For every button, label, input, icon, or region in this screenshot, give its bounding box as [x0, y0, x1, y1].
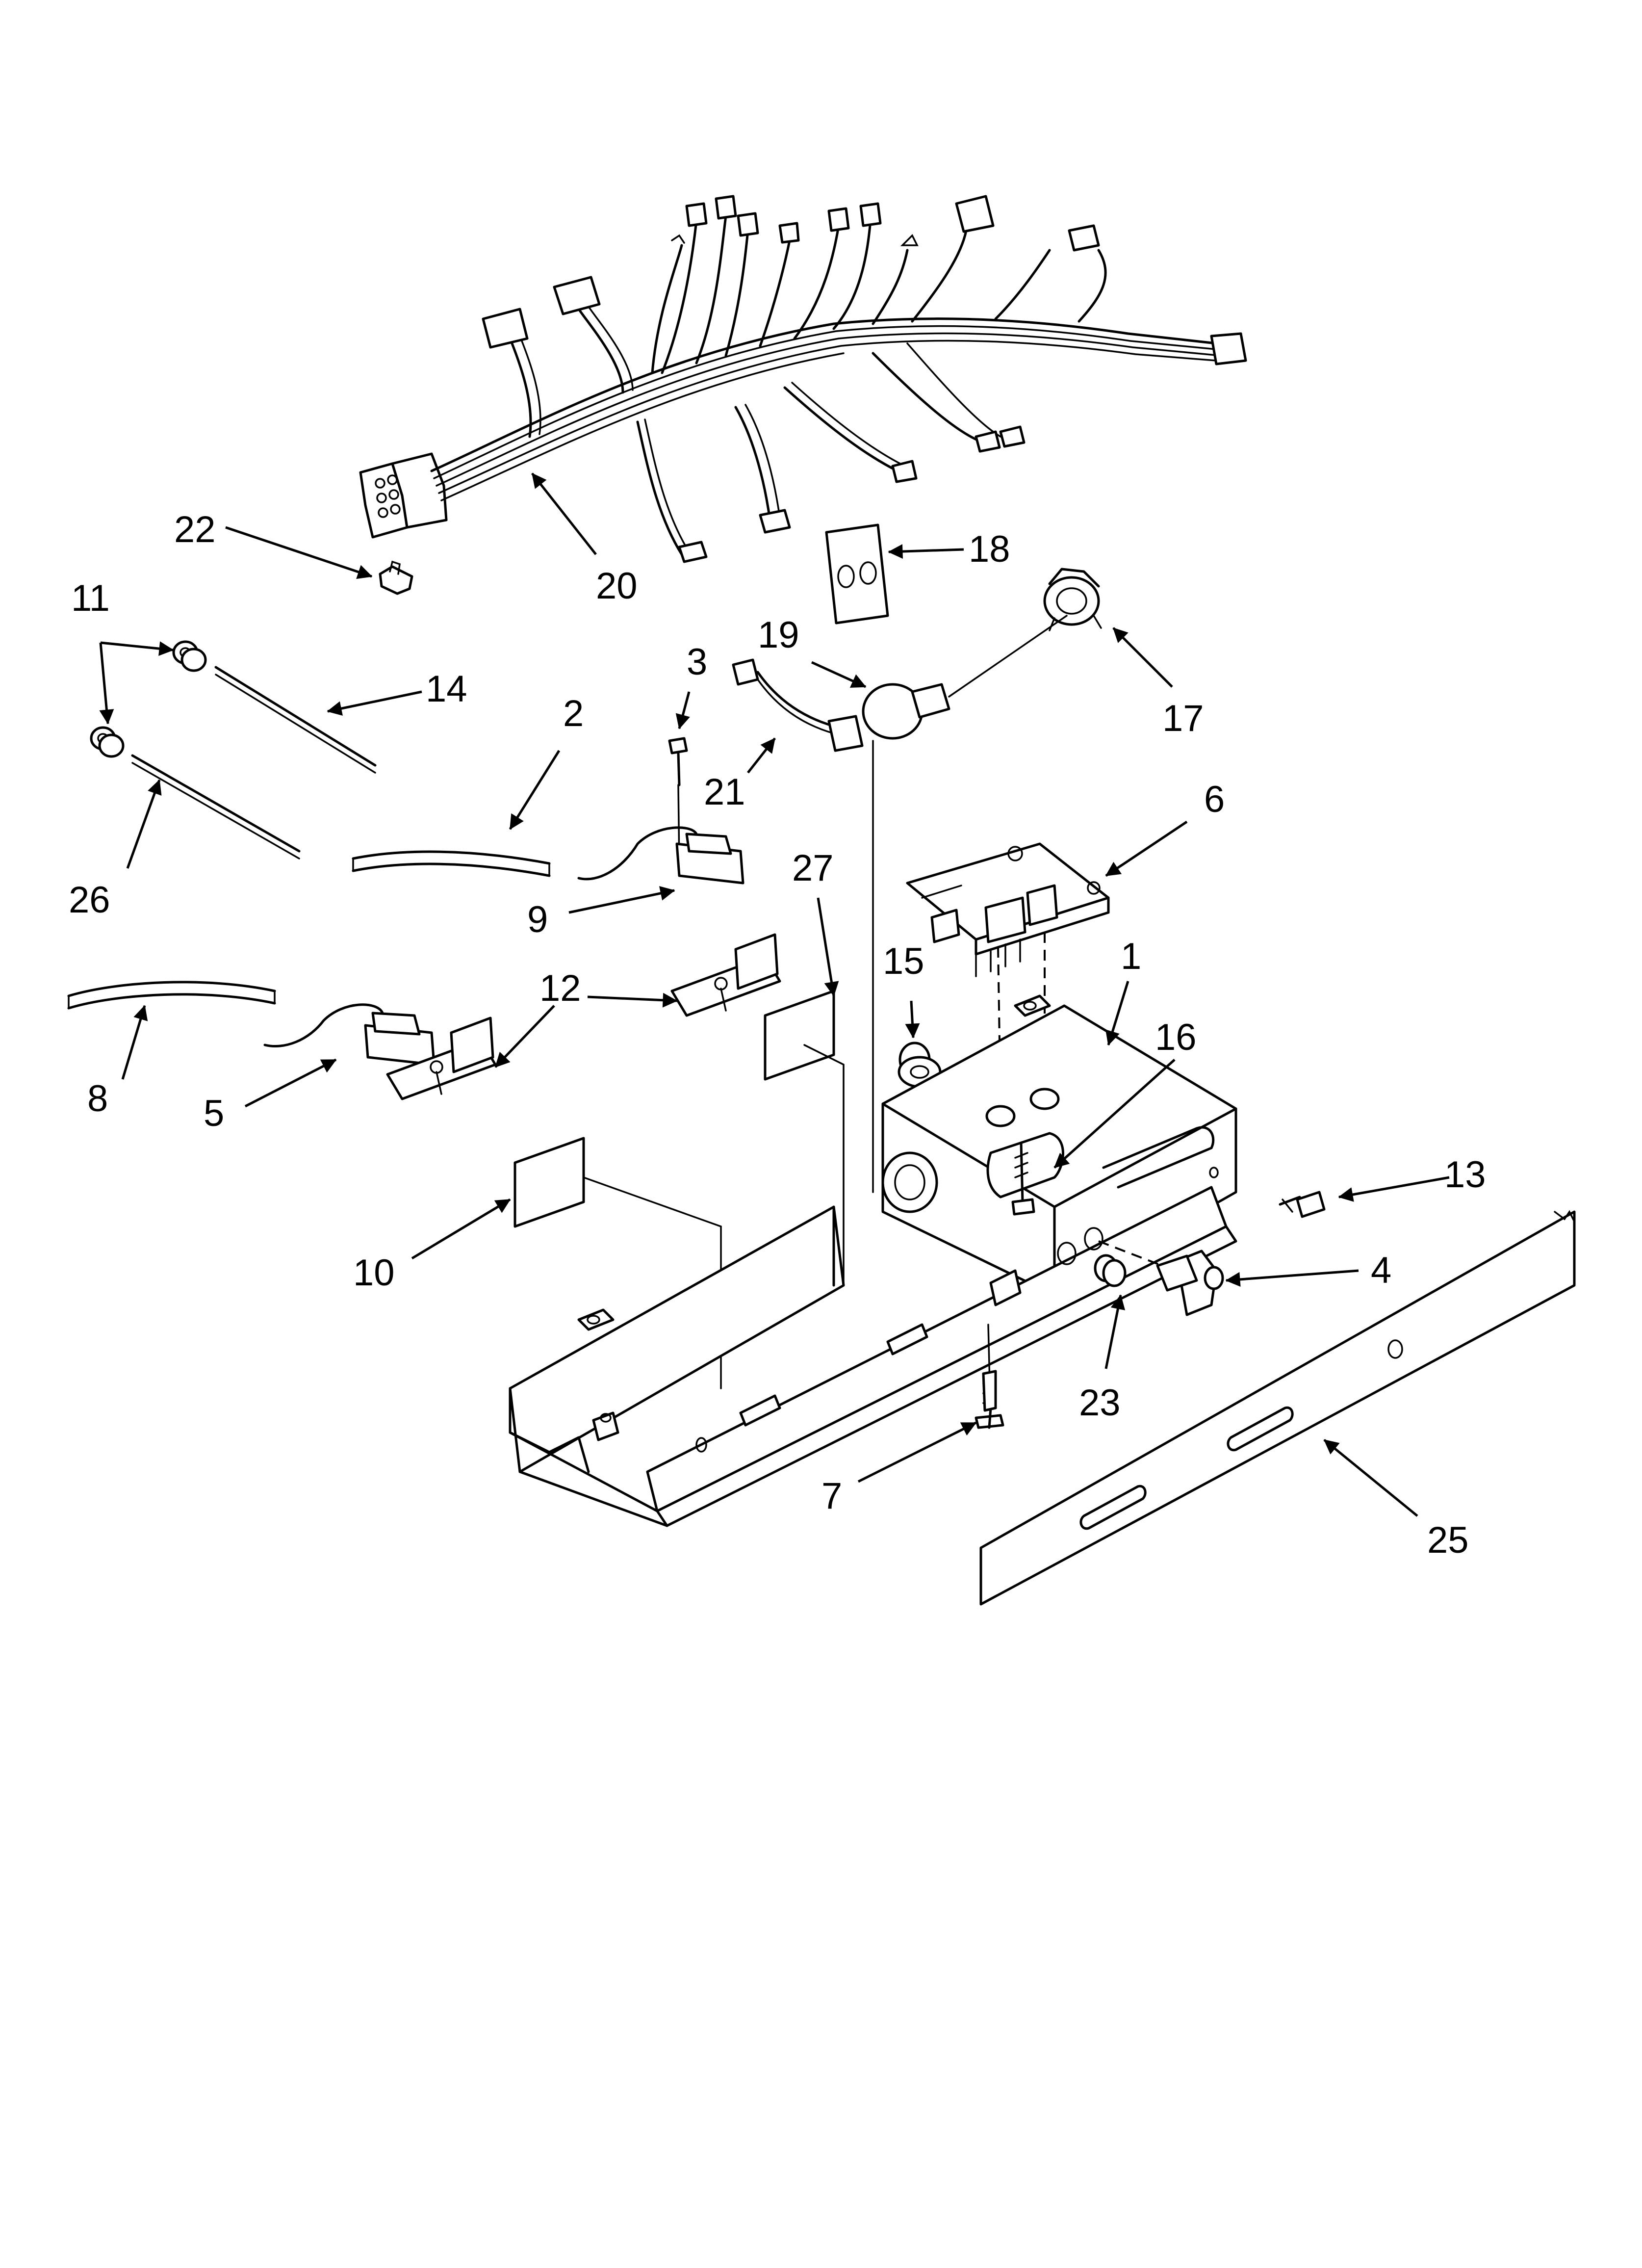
clip-part: [379, 560, 413, 595]
tube-26-part: [131, 754, 301, 860]
callout-16: 16: [1155, 1017, 1197, 1058]
callout-12: 12: [539, 967, 581, 1009]
label-27-part: [764, 990, 845, 1286]
callout-13: 13: [1444, 1154, 1486, 1196]
sensor-5-part: [263, 1003, 436, 1066]
callout-27: 27: [792, 847, 834, 889]
callout-26: 26: [69, 879, 110, 921]
callout-6: 6: [1204, 779, 1225, 820]
screw-16-part: [986, 1132, 1064, 1216]
callout-23: 23: [1079, 1382, 1121, 1424]
callout-7: 7: [821, 1475, 842, 1517]
sensor-9-part: [577, 826, 744, 885]
screw-7-part: [975, 1324, 1004, 1429]
screw-13-part: [1279, 1191, 1326, 1218]
lamp-socket-part: [1043, 568, 1102, 631]
wire-harness: [359, 195, 1247, 563]
front-panel-part: [979, 1210, 1576, 1606]
control-housing-part: [509, 994, 1237, 1527]
callout-22: 22: [174, 509, 216, 550]
callout-4: 4: [1371, 1250, 1391, 1291]
callout-21: 21: [704, 771, 745, 813]
harness-main-connector: [359, 452, 448, 539]
callout-20: 20: [596, 565, 638, 607]
callout-9: 9: [527, 899, 548, 940]
callout-18: 18: [969, 528, 1010, 570]
callout-11: 11: [71, 577, 110, 619]
sleeve-2-part: [352, 850, 551, 877]
callout-2: 2: [563, 693, 584, 734]
callout-5: 5: [204, 1093, 224, 1134]
callout-14: 14: [426, 668, 467, 710]
callout-25: 25: [1427, 1519, 1469, 1561]
leader-lines: [99, 472, 1450, 1517]
bracket-12b-part: [386, 1017, 497, 1100]
button-23-part: [1094, 1254, 1127, 1287]
wire-lead-part: [732, 658, 864, 752]
sleeve-8-part: [67, 981, 276, 1010]
grommets-part: [90, 640, 207, 758]
callout-labels: 22 20 18 19 17 11 14 3 2 21 26 6 9 27 12…: [69, 509, 1486, 1561]
plate-part: [825, 523, 889, 625]
callout-10: 10: [353, 1252, 395, 1294]
callout-1: 1: [1121, 936, 1141, 977]
tube-14-part: [214, 666, 377, 774]
callout-19: 19: [758, 614, 799, 656]
callout-8: 8: [87, 1078, 108, 1120]
callout-3: 3: [687, 641, 707, 683]
light-bulb-part: [862, 615, 1068, 1193]
callout-15: 15: [883, 940, 924, 982]
bracket-12a-part: [670, 933, 781, 1017]
switch-4-part: [1098, 1240, 1224, 1316]
control-board-part: [906, 842, 1110, 1114]
callout-17: 17: [1162, 698, 1204, 739]
